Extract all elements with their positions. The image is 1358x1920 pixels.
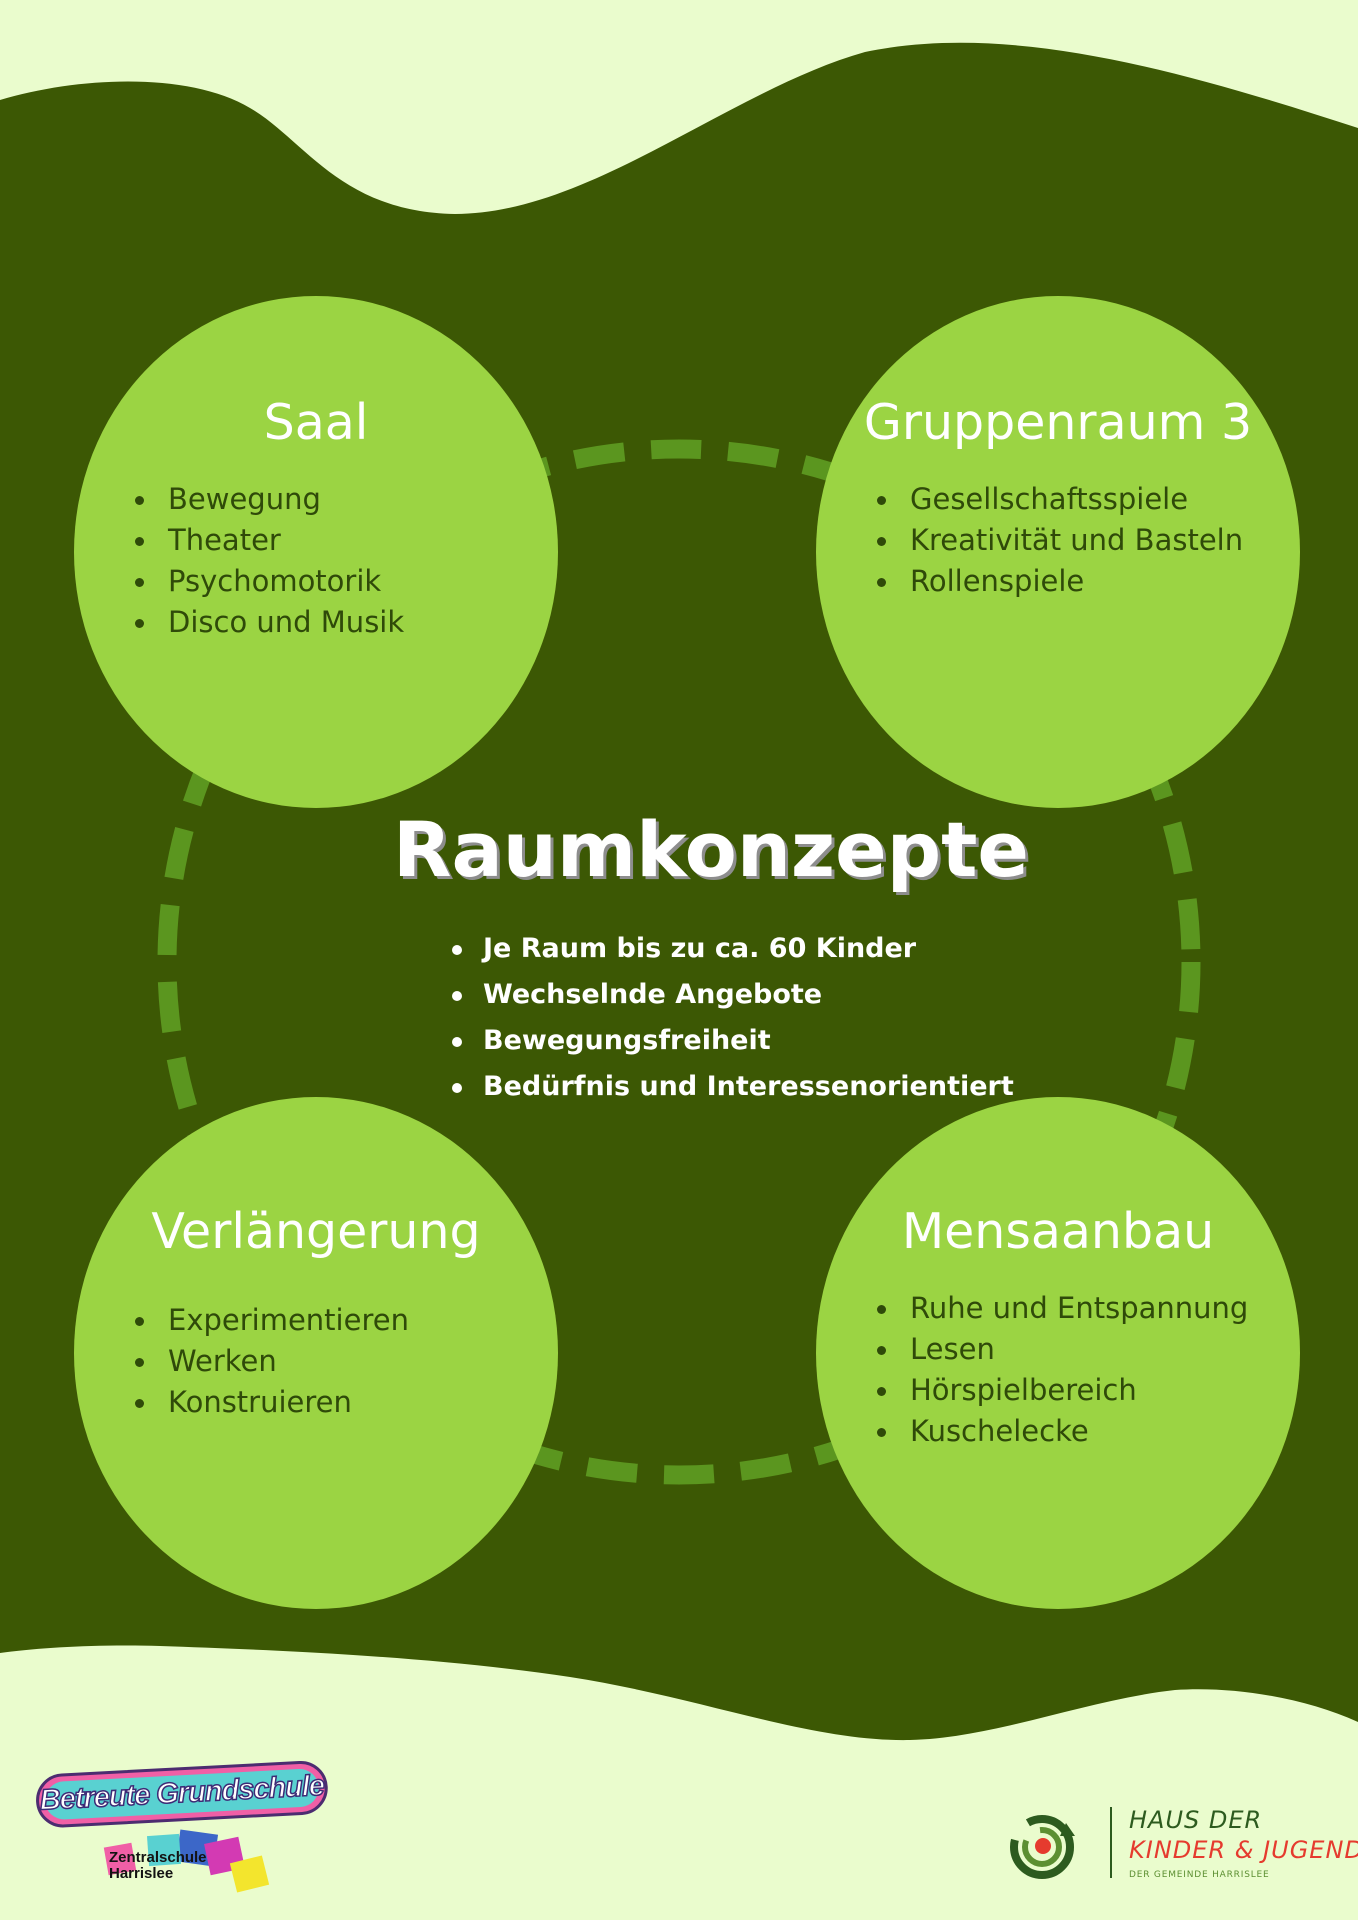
logo-line-1: HAUS DER <box>1129 1806 1263 1834</box>
center-feature-list: Je Raum bis zu ca. 60 Kinder Wechselnde … <box>448 926 1014 1110</box>
room-title: Verlängerung <box>151 1203 481 1260</box>
room-feature: Ruhe und Entspannung <box>872 1288 1248 1329</box>
room-feature: Theater <box>130 520 404 561</box>
room-feature: Rollenspiele <box>872 561 1243 602</box>
haus-der-kinder-und-jugend-logo: HAUS DER KINDER & JUGEND DER GEMEINDE HA… <box>1008 1806 1358 1887</box>
room-circle-verlaengerung: Verlängerung Experimentieren Werken Kons… <box>74 1097 558 1609</box>
logo-square-yellow <box>229 1855 270 1893</box>
room-feature: Konstruieren <box>130 1382 409 1423</box>
betreute-grundschule-logo: Betreute Grundschule Zentralschule Harri… <box>34 1759 336 1897</box>
logo-line-2: KINDER & JUGEND <box>1129 1836 1358 1864</box>
logo-wordmark: Betreute Grundschule <box>34 1754 337 1838</box>
room-feature: Kuschelecke <box>872 1411 1248 1452</box>
room-feature-list: Bewegung Theater Psychomotorik Disco und… <box>130 479 404 643</box>
room-circle-gruppenraum-3: Gruppenraum 3 Gesellschaftsspiele Kreati… <box>816 296 1300 808</box>
room-feature: Hörspielbereich <box>872 1370 1248 1411</box>
logo-divider <box>1110 1807 1112 1878</box>
logo-subtitle: Zentralschule Harrislee <box>109 1849 207 1882</box>
room-feature-list: Ruhe und Entspannung Lesen Hörspielberei… <box>872 1288 1248 1452</box>
center-feature: Bewegungsfreiheit <box>448 1018 1014 1064</box>
room-feature: Werken <box>130 1341 409 1382</box>
center-title: Raumkonzepte <box>393 805 1029 894</box>
room-feature: Gesellschaftsspiele <box>872 479 1243 520</box>
room-feature: Kreativität und Basteln <box>872 520 1243 561</box>
room-feature-list: Gesellschaftsspiele Kreativität und Bast… <box>872 479 1243 602</box>
room-circle-saal: Saal Bewegung Theater Psychomotorik Disc… <box>74 296 558 808</box>
room-feature: Experimentieren <box>130 1300 409 1341</box>
room-feature: Lesen <box>872 1329 1248 1370</box>
dashed-ring <box>157 439 1201 1485</box>
room-title: Gruppenraum 3 <box>863 394 1253 451</box>
room-feature: Bewegung <box>130 479 404 520</box>
room-feature: Disco und Musik <box>130 602 404 643</box>
room-title: Mensaanbau <box>901 1203 1215 1260</box>
center-feature: Je Raum bis zu ca. 60 Kinder <box>448 926 1014 972</box>
room-circle-mensaanbau: Mensaanbau Ruhe und Entspannung Lesen Hö… <box>816 1097 1300 1609</box>
center-feature: Wechselnde Angebote <box>448 972 1014 1018</box>
room-feature-list: Experimentieren Werken Konstruieren <box>130 1300 409 1423</box>
logo-line-3: DER GEMEINDE HARRISLEE <box>1129 1870 1270 1880</box>
center-feature: Bedürfnis und Interessenorientiert <box>448 1064 1014 1110</box>
room-title: Saal <box>263 394 369 451</box>
room-feature: Psychomotorik <box>130 561 404 602</box>
circular-arrows-icon <box>1010 1815 1075 1879</box>
